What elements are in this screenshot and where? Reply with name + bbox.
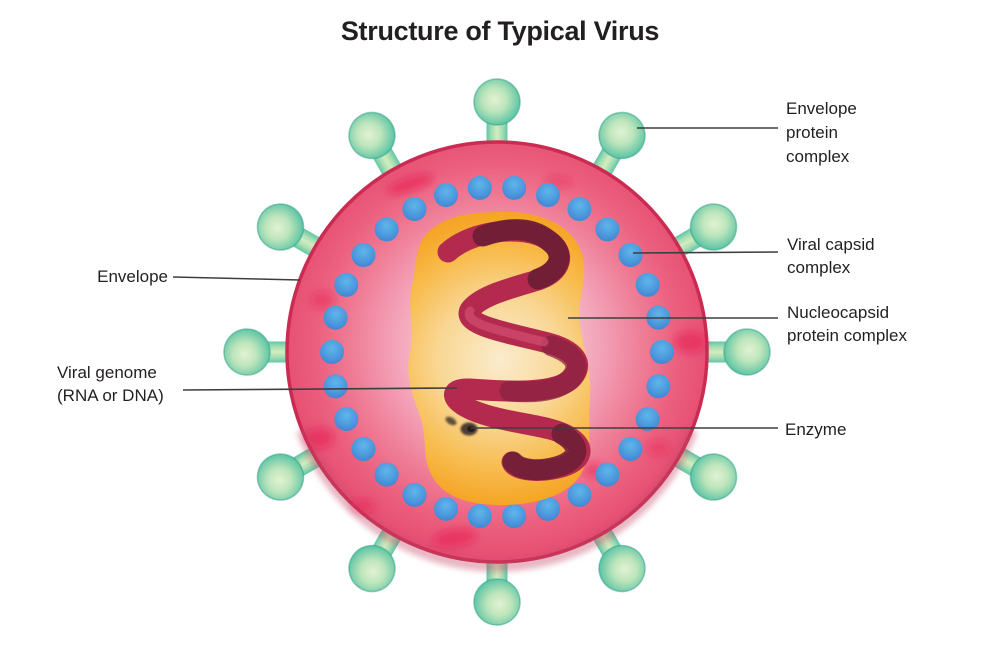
capsid-dot xyxy=(351,243,376,267)
label-viral-genome: Viral genome (RNA or DNA) xyxy=(57,363,164,405)
capsid-dot xyxy=(650,340,674,364)
genome-ribbon xyxy=(437,219,591,481)
genome-ribbon-shadow-top xyxy=(472,219,570,290)
capsid-dot xyxy=(618,437,643,461)
genome-ribbon-highlight xyxy=(464,306,549,347)
spike-knob xyxy=(473,578,521,626)
leader-lines xyxy=(172,127,779,429)
capsid-dot xyxy=(374,462,399,487)
enzyme-spot xyxy=(445,416,457,426)
envelope-blotch xyxy=(351,499,375,513)
capsid-dot xyxy=(467,504,492,529)
capsid-dot xyxy=(351,437,376,461)
spike-knob xyxy=(723,328,771,376)
capsid-dot xyxy=(334,407,359,432)
capsid-dot xyxy=(323,374,348,399)
spike-knob xyxy=(473,78,521,126)
spike-knob xyxy=(348,111,396,160)
capsid-dot xyxy=(635,272,660,297)
envelope-blotch xyxy=(311,291,335,309)
capsid-dot xyxy=(595,462,620,487)
capsid-dot xyxy=(402,197,427,222)
label-envelope-protein-complex: Envelope protein complex xyxy=(786,99,857,166)
capsid-dot xyxy=(646,374,671,399)
capsid-dot xyxy=(434,183,458,208)
capsid-dot xyxy=(502,175,527,200)
spike-knob xyxy=(598,544,646,593)
capsid-dot xyxy=(536,496,560,521)
viral-capsid-leader-line xyxy=(632,251,779,254)
label-enzyme: Enzyme xyxy=(785,420,847,439)
genome-ribbon-shadow-mid xyxy=(499,335,587,403)
spike-knob xyxy=(598,111,646,160)
label-envelope: Envelope xyxy=(97,267,168,286)
envelope-blotch xyxy=(387,174,433,194)
capsid-dot xyxy=(536,183,560,208)
capsid-dot xyxy=(334,272,359,297)
label-viral-capsid-complex: Viral capsid complex xyxy=(787,235,875,277)
enzyme-spot-core xyxy=(467,426,475,432)
label-nucleocapsid-protein-complex: Nucleocapsid protein complex xyxy=(787,303,908,345)
enzyme-spots xyxy=(445,416,478,436)
viral-genome-leader-line xyxy=(182,387,458,391)
envelope-blotch xyxy=(674,331,706,353)
capsid-dot xyxy=(635,407,660,432)
page-title: Structure of Typical Virus xyxy=(340,16,660,46)
envelope-blotch xyxy=(306,428,334,448)
spike-knob xyxy=(256,203,305,251)
envelope-blotches xyxy=(306,174,706,548)
capsid-dot-ring xyxy=(320,175,674,529)
spike-knob xyxy=(348,544,396,593)
capsid-dot xyxy=(434,496,458,521)
capsid-dot xyxy=(567,482,592,507)
envelope-blotch xyxy=(433,528,477,548)
spike-knob xyxy=(256,453,305,501)
envelope-leader-line xyxy=(172,276,301,281)
capsid-dot xyxy=(502,504,527,529)
spike-knob xyxy=(689,203,738,251)
envelope-blotch xyxy=(646,440,670,456)
capsid-dot xyxy=(595,217,620,242)
capsid-dot xyxy=(567,197,592,222)
capsid-dot xyxy=(374,217,399,242)
genome-ribbon-shadow-bottom xyxy=(502,423,587,481)
envelope-bottom-shade xyxy=(296,427,698,572)
capsid-dot xyxy=(323,305,348,330)
capsid-dot xyxy=(320,340,344,364)
spike-knob xyxy=(689,453,738,501)
capsid-dot xyxy=(618,243,643,267)
capsid-dot xyxy=(402,482,427,507)
spike-knob xyxy=(223,328,271,376)
capsid-dot xyxy=(467,175,492,200)
